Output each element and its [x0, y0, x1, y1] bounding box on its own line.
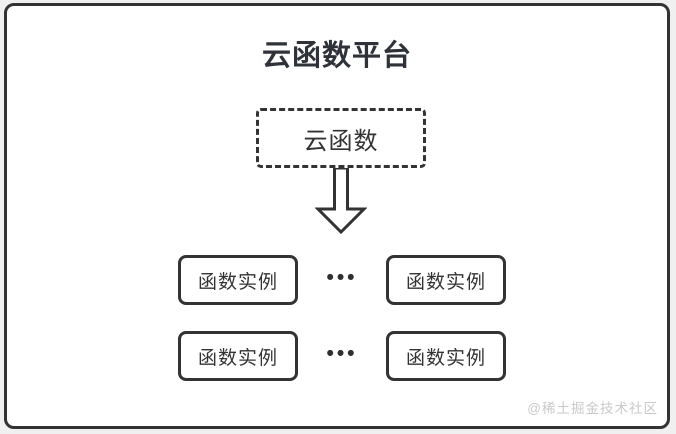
function-instance-label: 函数实例 [405, 347, 486, 369]
function-instance-node: 函数实例 [386, 331, 506, 381]
diagram-frame: 云函数平台 云函数 函数实例 ••• 函数实例 函数实例 ••• 函数实例 @稀… [4, 3, 670, 429]
cloud-function-label: 云函数 [303, 127, 379, 155]
function-instance-label: 函数实例 [197, 347, 278, 369]
function-instance-node: 函数实例 [386, 255, 506, 305]
ellipsis-row-2: ••• [326, 342, 358, 365]
down-arrow-icon [315, 168, 367, 234]
page-title: 云函数平台 [261, 40, 412, 72]
ellipsis-row-1: ••• [326, 266, 358, 289]
cloud-function-node: 云函数 [256, 108, 426, 168]
function-instance-label: 函数实例 [405, 271, 486, 293]
watermark-text: @稀土掘金技术社区 [527, 401, 658, 416]
function-instance-node: 函数实例 [178, 331, 298, 381]
function-instance-node: 函数实例 [178, 255, 298, 305]
function-instance-label: 函数实例 [197, 271, 278, 293]
